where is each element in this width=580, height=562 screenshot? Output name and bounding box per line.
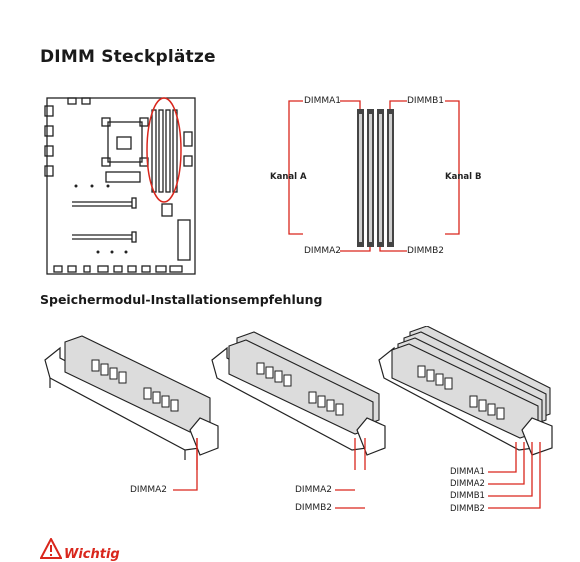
config-two-modules (211, 331, 386, 470)
rec2-label-dimmb2: DIMMB2 (295, 503, 333, 513)
rec1-label-dimma2: DIMMA2 (130, 485, 167, 495)
label-dimma2: DIMMA2 (304, 246, 341, 256)
rec3-label-dimmb2: DIMMB2 (450, 503, 485, 514)
page-title: DIMM Steckplätze (40, 47, 216, 67)
config-four-modules (378, 326, 553, 509)
label-dimmb2: DIMMB2 (407, 246, 445, 256)
rec3-label-dimma2: DIMMA2 (450, 479, 485, 490)
motherboard-diagram (44, 97, 196, 275)
channel-b-label: Kanal B (445, 172, 482, 182)
rec3-label-list: DIMMA1 DIMMA2 DIMMB1 DIMMB2 (450, 466, 485, 515)
label-dimma1: DIMMA1 (304, 96, 341, 106)
channel-a-label: Kanal A (270, 172, 307, 182)
rec2-label-dimma2: DIMMA2 (295, 485, 332, 495)
warning-icon (40, 538, 62, 559)
label-dimmb1: DIMMB1 (407, 96, 445, 106)
dimm-slot-diagram (288, 100, 460, 252)
rec3-label-dimma1: DIMMA1 (450, 467, 485, 477)
rec3-label-dimmb1: DIMMB1 (450, 491, 485, 502)
dimm-highlight (146, 97, 182, 203)
section-subtitle: Speichermodul-Installationsempfehlung (40, 292, 323, 307)
config-one-module (44, 335, 219, 470)
warning-label: Wichtig (64, 547, 120, 562)
